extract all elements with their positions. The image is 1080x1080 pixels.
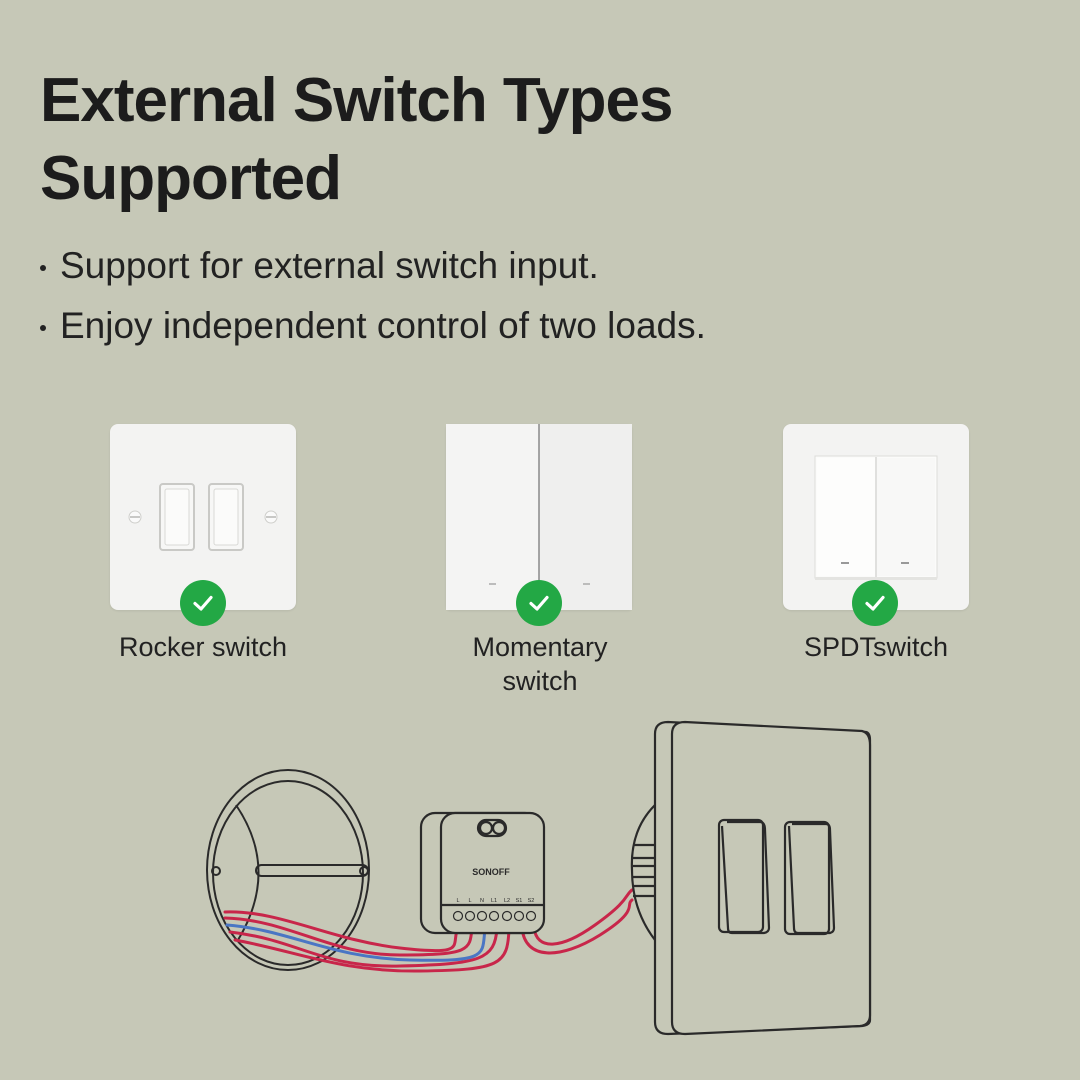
bullet-icon: [40, 265, 46, 271]
momentary-switch-label: Momentary switch: [472, 632, 608, 696]
smart-switch-module-icon: [419, 811, 546, 935]
module-brand: SONOFF: [472, 867, 510, 877]
terminal-labels: L L N L1 L2 S1 S2: [456, 898, 534, 904]
svg-text:L1: L1: [491, 898, 497, 904]
svg-text:S2: S2: [528, 898, 535, 904]
svg-text:L2: L2: [504, 898, 510, 904]
bullet-icon: [40, 325, 46, 331]
external-wall-switch-icon: [630, 720, 872, 1036]
momentary-switch-icon: [446, 424, 632, 610]
terminal-screws: [452, 910, 537, 922]
title-line-1: External Switch Types: [40, 66, 674, 135]
feature-list: Support for external switch input. Enjoy…: [40, 236, 706, 356]
check-circle-icon: [852, 580, 898, 626]
page-title: External Switch Types Supported: [40, 62, 940, 218]
title-line-2: Supported: [40, 144, 342, 213]
rocker-switch-icon: [110, 424, 296, 610]
rocker-switch-label: Rocker switch: [118, 632, 288, 662]
wires-icon: [223, 888, 634, 973]
svg-text:S1: S1: [516, 898, 523, 904]
spdt-switch-label: SPDTswitch: [803, 632, 949, 662]
check-circle-icon: [180, 580, 226, 626]
feature-item: Support for external switch input.: [40, 236, 706, 296]
svg-text:N: N: [480, 898, 484, 904]
svg-text:L: L: [468, 898, 471, 904]
check-circle-icon: [516, 580, 562, 626]
wall-box-icon: [206, 769, 370, 971]
wiring-diagram: SONOFF L L N L1 L2 S1 S2: [206, 720, 872, 1036]
spdt-switch-icon: [783, 424, 969, 610]
feature-item: Enjoy independent control of two loads.: [40, 296, 706, 356]
svg-text:L: L: [456, 898, 459, 904]
